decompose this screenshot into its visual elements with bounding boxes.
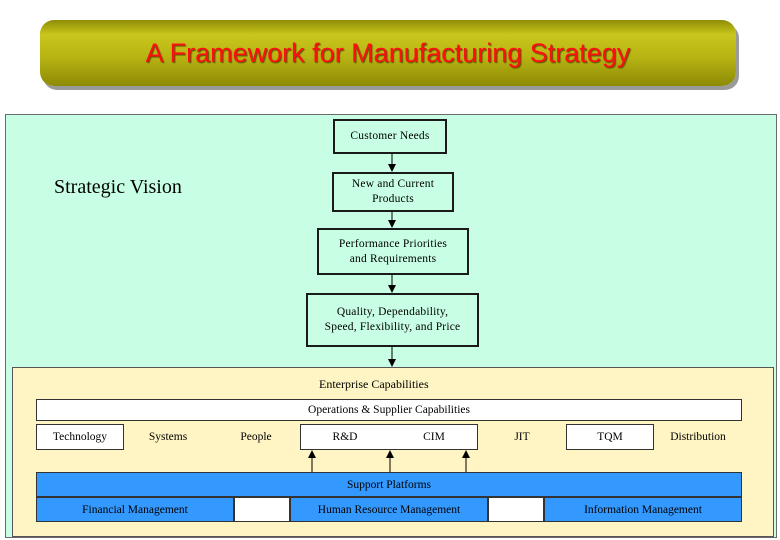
capability-tqm: TQM — [566, 424, 654, 450]
performance-priorities-box: Performance Priorities and Requirements — [317, 228, 469, 275]
operations-supplier-bar: Operations & Supplier Capabilities — [36, 399, 742, 421]
capability-rd-cim-box — [300, 424, 478, 450]
capability-cim: CIM — [423, 431, 445, 443]
strategic-vision-label: Strategic Vision — [54, 176, 182, 198]
capability-distribution: Distribution — [670, 431, 726, 443]
products-box: New and Current Products — [332, 172, 454, 212]
platform-spacer — [488, 497, 544, 522]
platform-spacer — [234, 497, 290, 522]
capability-systems: Systems — [148, 431, 188, 443]
title-banner: A Framework for Manufacturing Strategy — [40, 20, 736, 86]
platform-human-resource-management: Human Resource Management — [290, 497, 488, 522]
quality-box: Quality, Dependability, Speed, Flexibili… — [306, 293, 479, 347]
capability-people: People — [240, 431, 272, 443]
slide-title: A Framework for Manufacturing Strategy — [145, 37, 631, 68]
enterprise-capabilities-label: Enterprise Capabilities — [319, 377, 429, 391]
capability-jit: JIT — [514, 431, 530, 443]
capability-rd: R&D — [332, 431, 358, 443]
capability-technology: Technology — [36, 424, 124, 450]
customer-needs-box: Customer Needs — [333, 119, 447, 154]
support-platforms-bar: Support Platforms — [36, 472, 742, 497]
platform-financial-management: Financial Management — [36, 497, 234, 522]
platform-information-management: Information Management — [544, 497, 742, 522]
